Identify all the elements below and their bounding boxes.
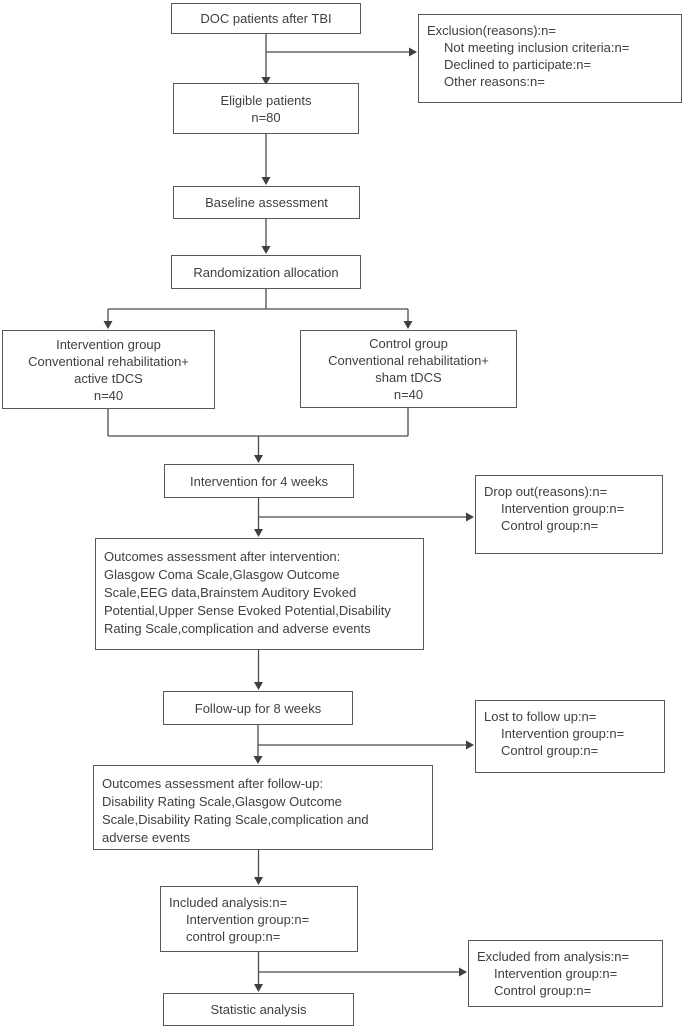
outcomes-intervention-line: Rating Scale,complication and adverse ev… bbox=[104, 621, 371, 636]
baseline-assessment-box: Baseline assessment bbox=[173, 186, 360, 219]
exclusion-title: Exclusion(reasons):n= bbox=[427, 23, 556, 38]
lost-follow-up-title: Lost to follow up:n= bbox=[484, 709, 597, 724]
outcomes-follow-up-line: Disability Rating Scale,Glasgow Outcome bbox=[102, 794, 342, 809]
arrow-baseline-to-randomization bbox=[261, 219, 271, 254]
eligible-patients-box: Eligible patients n=80 bbox=[173, 83, 359, 134]
doc-patients-label: DOC patients after TBI bbox=[200, 11, 332, 26]
outcomes-follow-up-line: adverse events bbox=[102, 830, 191, 845]
follow-up-label: Follow-up for 8 weeks bbox=[194, 700, 322, 716]
eligible-patients-label: Eligible patients bbox=[220, 92, 312, 108]
follow-up-box: Follow-up for 8 weeks bbox=[163, 691, 353, 725]
intervention-group-line: Intervention group bbox=[56, 336, 161, 352]
control-group-count: n=40 bbox=[393, 387, 424, 402]
arrow-intervention-to-outcomes bbox=[254, 498, 263, 537]
arrow-eligible-to-baseline bbox=[261, 134, 271, 185]
arrow-outcomes-to-followup bbox=[254, 650, 263, 690]
outcomes-follow-up-line: Outcomes assessment after follow-up: bbox=[102, 776, 324, 791]
drop-out-item: Control group:n= bbox=[501, 518, 599, 533]
outcomes-intervention-line: Scale,EEG data,Brainstem Auditory Evoked bbox=[104, 585, 357, 600]
intervention-4-weeks-label: Intervention for 4 weeks bbox=[189, 473, 329, 489]
arrow-to-lost-followup bbox=[258, 740, 474, 750]
randomization-label: Randomization allocation bbox=[193, 264, 339, 280]
excluded-analysis-item: Control group:n= bbox=[494, 983, 592, 998]
arrow-to-drop-out bbox=[258, 512, 474, 522]
outcomes-intervention-line: Outcomes assessment after intervention: bbox=[104, 549, 341, 564]
arrow-outcomes2-to-included bbox=[254, 850, 263, 885]
arrow-to-excluded bbox=[258, 967, 467, 977]
intervention-group-line: active tDCS bbox=[74, 370, 143, 386]
arrow-doc-to-exclusion bbox=[266, 47, 417, 57]
exclusion-item: Not meeting inclusion criteria:n= bbox=[444, 40, 630, 55]
included-analysis-item: control group:n= bbox=[186, 929, 281, 944]
outcomes-intervention-line: Potential,Upper Sense Evoked Potential,D… bbox=[104, 603, 391, 618]
included-analysis-title: Included analysis:n= bbox=[169, 895, 288, 910]
control-group-line: sham tDCS bbox=[375, 370, 442, 385]
intervention-4-weeks-box: Intervention for 4 weeks bbox=[164, 464, 354, 498]
intervention-group-box: Intervention group Conventional rehabili… bbox=[2, 330, 215, 409]
lost-follow-up-item: Control group:n= bbox=[501, 743, 599, 758]
baseline-assessment-label: Baseline assessment bbox=[205, 195, 328, 210]
exclusion-item: Other reasons:n= bbox=[444, 74, 545, 89]
outcomes-after-follow-up-box: Outcomes assessment after follow-up: Dis… bbox=[93, 765, 433, 850]
exclusion-box: Exclusion(reasons):n= Not meeting inclus… bbox=[418, 14, 682, 103]
intervention-group-count: n=40 bbox=[93, 387, 124, 403]
lost-to-follow-up-box: Lost to follow up:n= Intervention group:… bbox=[475, 700, 665, 773]
arrow-groups-merge bbox=[107, 408, 409, 463]
excluded-from-analysis-box: Excluded from analysis:n= Intervention g… bbox=[468, 940, 663, 1007]
doc-patients-box: DOC patients after TBI bbox=[171, 3, 361, 34]
control-group-line: Conventional rehabilitation+ bbox=[328, 353, 489, 368]
intervention-group-line: Conventional rehabilitation+ bbox=[28, 353, 189, 369]
eligible-patients-count: n=80 bbox=[251, 109, 281, 125]
outcomes-intervention-line: Glasgow Coma Scale,Glasgow Outcome bbox=[104, 567, 340, 582]
included-analysis-box: Included analysis:n= Intervention group:… bbox=[160, 886, 358, 952]
included-analysis-item: Intervention group:n= bbox=[186, 912, 310, 927]
excluded-analysis-title: Excluded from analysis:n= bbox=[477, 949, 630, 964]
arrow-included-to-statistic bbox=[254, 952, 263, 992]
control-group-box: Control group Conventional rehabilitatio… bbox=[300, 330, 517, 408]
lost-follow-up-item: Intervention group:n= bbox=[501, 726, 625, 741]
excluded-analysis-item: Intervention group:n= bbox=[494, 966, 618, 981]
drop-out-box: Drop out(reasons):n= Intervention group:… bbox=[475, 475, 663, 554]
outcomes-after-intervention-box: Outcomes assessment after intervention: … bbox=[95, 538, 424, 650]
drop-out-title: Drop out(reasons):n= bbox=[484, 484, 608, 499]
drop-out-item: Intervention group:n= bbox=[501, 501, 625, 516]
outcomes-follow-up-line: Scale,Disability Rating Scale,complicati… bbox=[102, 812, 369, 827]
exclusion-item: Declined to participate:n= bbox=[444, 57, 592, 72]
arrow-randomization-split bbox=[103, 289, 413, 329]
arrow-followup-to-outcomes2 bbox=[253, 725, 263, 764]
statistic-analysis-box: Statistic analysis bbox=[163, 993, 354, 1026]
arrow-doc-to-eligible bbox=[261, 34, 271, 85]
control-group-line: Control group bbox=[369, 336, 448, 351]
randomization-box: Randomization allocation bbox=[171, 255, 361, 289]
statistic-analysis-label: Statistic analysis bbox=[210, 1002, 307, 1017]
